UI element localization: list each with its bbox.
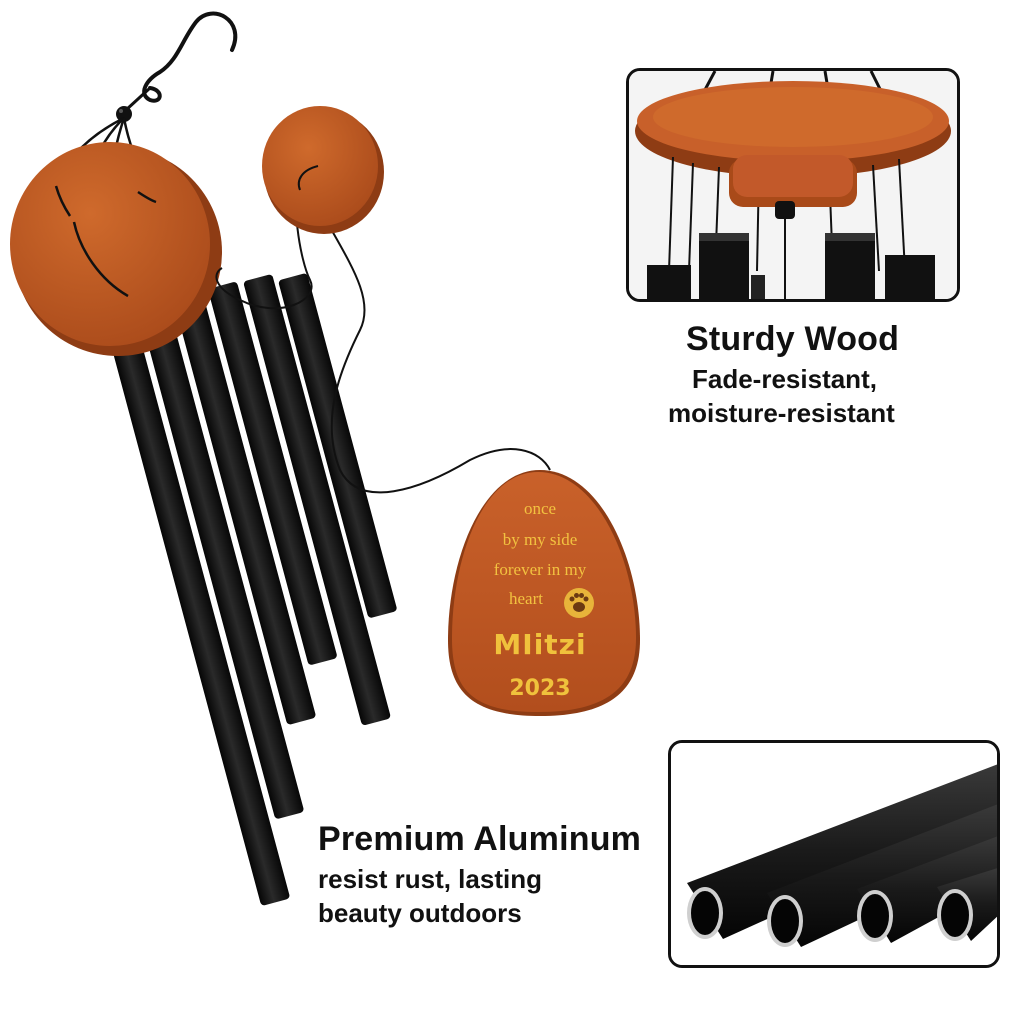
aluminum-title: Premium Aluminum bbox=[318, 820, 642, 858]
aluminum-line-2: beauty outdoors bbox=[318, 898, 522, 928]
tag-pet-name: MIitzi bbox=[493, 628, 587, 661]
tag-line-3: forever in my bbox=[493, 560, 587, 579]
wood-detail-panel bbox=[626, 68, 960, 302]
aluminum-tubes bbox=[109, 273, 397, 906]
paw-icon bbox=[564, 588, 594, 618]
striker-disk bbox=[262, 106, 384, 234]
wood-line-2: moisture-resistant bbox=[668, 398, 895, 428]
top-wood-disk bbox=[10, 142, 222, 356]
tag-line-1: once bbox=[523, 499, 557, 518]
aluminum-line-1: resist rust, lasting bbox=[318, 864, 542, 894]
aluminum-detail-panel bbox=[668, 740, 1000, 968]
tag-year: 2023 bbox=[509, 676, 571, 701]
hook-icon bbox=[142, 11, 238, 103]
tag-line-4: heart bbox=[509, 589, 543, 608]
tag-line-2: by my side bbox=[502, 530, 578, 549]
wood-line-1: Fade-resistant, bbox=[692, 364, 877, 394]
wood-title: Sturdy Wood bbox=[686, 320, 900, 358]
